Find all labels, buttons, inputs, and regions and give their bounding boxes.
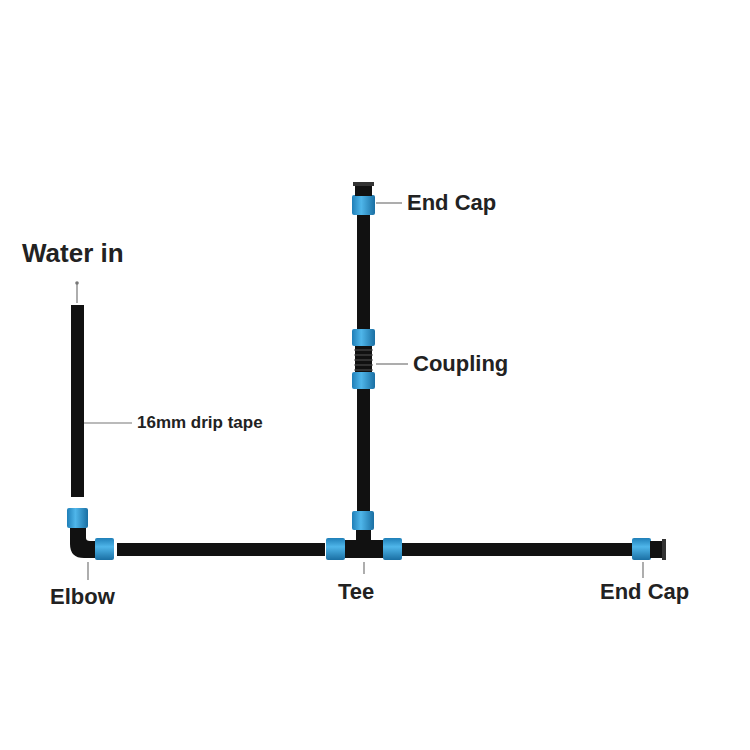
drip-tape [357, 214, 370, 329]
drip-tape [71, 305, 84, 497]
part-name: 16mm drip tape [137, 414, 263, 433]
part-name: End Cap [600, 580, 689, 604]
leader-lines [77, 203, 643, 580]
end-cap-fitting [352, 182, 375, 215]
drip-tape [117, 543, 325, 556]
inlet-label: Water in [22, 239, 124, 268]
part-name: Tee [338, 580, 374, 604]
part-name: Elbow [50, 585, 115, 609]
tee-fitting [326, 511, 402, 560]
end-cap-fitting [632, 538, 666, 560]
elbow-fitting [67, 508, 114, 560]
drip-tape [402, 543, 634, 556]
part-name: Coupling [413, 352, 508, 376]
leader-dot [75, 281, 79, 285]
part-name: End Cap [407, 191, 496, 215]
coupling-fitting [352, 329, 375, 389]
drip-tape [357, 388, 370, 511]
